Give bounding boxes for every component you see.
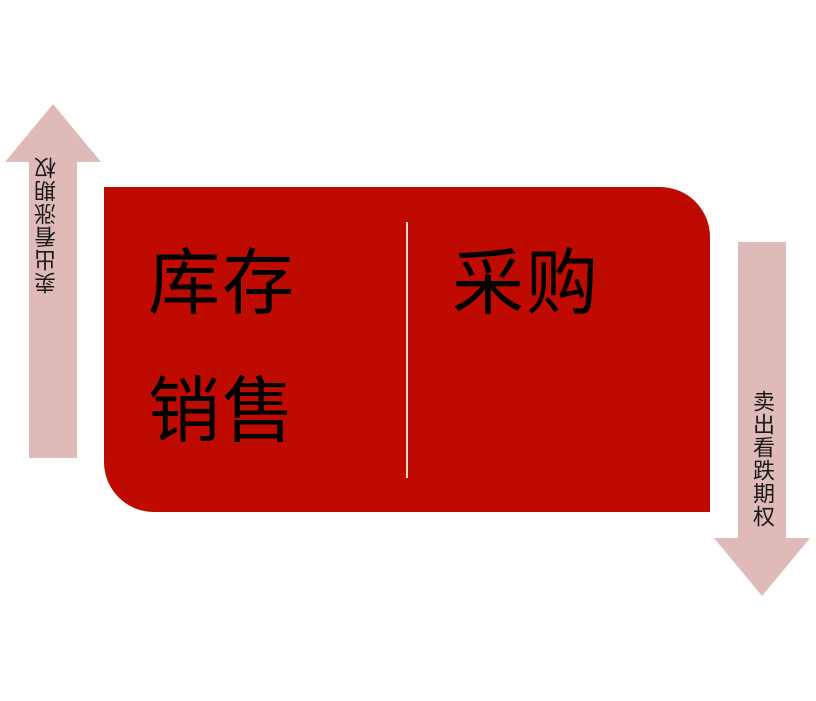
up-arrow-icon bbox=[5, 104, 101, 458]
panel-divider bbox=[406, 222, 408, 478]
down-arrow-icon bbox=[714, 242, 810, 596]
purchase-label: 采购 bbox=[452, 241, 601, 325]
sell-put-option-label: 卖出看跌期权 bbox=[749, 390, 774, 528]
sell-call-option-label: 卖出看涨期权 bbox=[35, 156, 60, 294]
main-panel: 库存 销售 采购 bbox=[104, 187, 710, 512]
sales-label: 销售 bbox=[148, 369, 297, 453]
inventory-label: 库存 bbox=[148, 241, 297, 325]
